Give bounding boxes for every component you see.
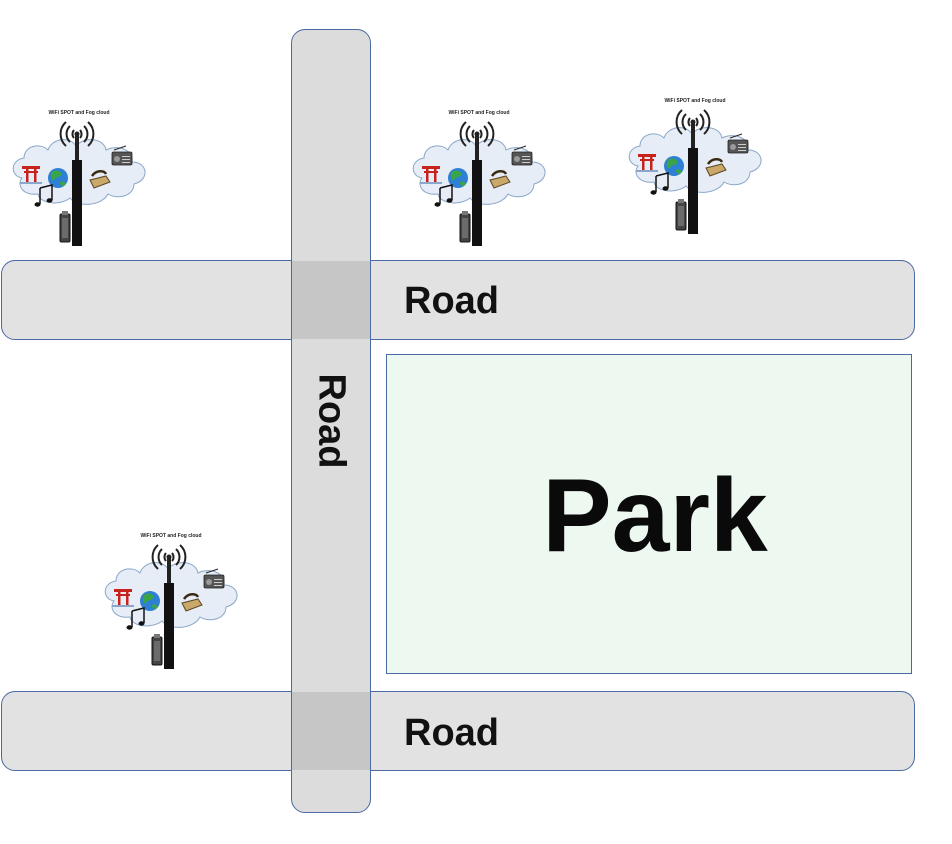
hotspot-caption: WiFi SPOT and Fog cloud bbox=[48, 110, 110, 116]
park-area: Park bbox=[386, 354, 912, 674]
radio-icon bbox=[727, 133, 749, 154]
music-note-icon bbox=[34, 184, 53, 207]
wifi-hotspot-4: WiFi SPOT and Fog cloud bbox=[100, 533, 242, 673]
hotspot-caption: WiFi SPOT and Fog cloud bbox=[664, 98, 726, 104]
radio-icon bbox=[203, 568, 225, 589]
telephone-icon bbox=[489, 170, 511, 189]
wifi-hotspot-2: WiFi SPOT and Fog cloud bbox=[408, 110, 550, 250]
hotspot-caption: WiFi SPOT and Fog cloud bbox=[448, 110, 510, 116]
road-horizontal-top bbox=[1, 260, 915, 340]
road-label-bottom: Road bbox=[404, 712, 499, 754]
telephone-icon bbox=[181, 593, 203, 612]
globe-icon bbox=[48, 168, 68, 188]
road-label-top: Road bbox=[404, 280, 499, 322]
road-horizontal-bottom bbox=[1, 691, 915, 771]
telephone-icon bbox=[705, 158, 727, 177]
telephone-icon bbox=[89, 170, 111, 189]
torii-gate-icon bbox=[420, 166, 442, 184]
globe-icon bbox=[448, 168, 468, 188]
torii-gate-icon bbox=[20, 166, 42, 184]
wifi-tower-icon bbox=[459, 121, 495, 246]
intersection-top bbox=[292, 261, 370, 339]
radio-icon bbox=[111, 145, 133, 166]
globe-icon bbox=[140, 591, 160, 611]
music-note-icon bbox=[434, 184, 453, 207]
road-vertical bbox=[291, 29, 371, 813]
globe-icon bbox=[664, 156, 684, 176]
wifi-hotspot-1: WiFi SPOT and Fog cloud bbox=[8, 110, 150, 250]
battery-icon bbox=[459, 211, 471, 243]
battery-icon bbox=[151, 634, 163, 666]
hotspot-illustration bbox=[412, 121, 546, 246]
torii-gate-icon bbox=[636, 154, 658, 172]
battery-icon bbox=[675, 199, 687, 231]
hotspot-illustration bbox=[104, 544, 238, 669]
torii-gate-icon bbox=[112, 589, 134, 607]
wifi-tower-icon bbox=[675, 109, 711, 234]
wifi-tower-icon bbox=[59, 121, 95, 246]
park-label: Park bbox=[542, 457, 768, 574]
hotspot-illustration bbox=[628, 109, 762, 234]
intersection-bottom bbox=[292, 692, 370, 770]
wifi-hotspot-3: WiFi SPOT and Fog cloud bbox=[624, 98, 766, 238]
wifi-tower-icon bbox=[151, 544, 187, 669]
hotspot-caption: WiFi SPOT and Fog cloud bbox=[140, 533, 202, 539]
road-label-vertical: Road bbox=[310, 373, 353, 469]
hotspot-illustration bbox=[12, 121, 146, 246]
battery-icon bbox=[59, 211, 71, 243]
music-note-icon bbox=[126, 607, 145, 630]
radio-icon bbox=[511, 145, 533, 166]
music-note-icon bbox=[650, 172, 669, 195]
